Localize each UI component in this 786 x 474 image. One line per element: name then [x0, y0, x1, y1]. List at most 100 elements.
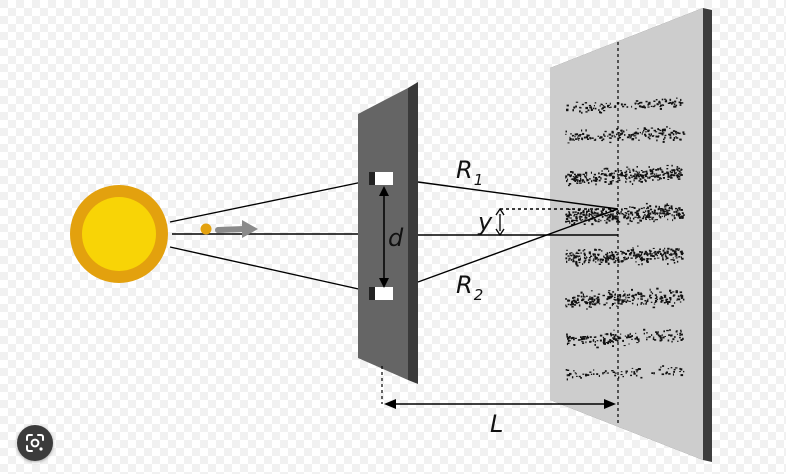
fringe-speck [672, 338, 675, 341]
fringe-speck [645, 131, 647, 133]
fringe-speck [671, 164, 673, 167]
fringe-speck [609, 209, 612, 212]
fringe-speck [571, 171, 574, 174]
fringe-speck [625, 301, 628, 303]
fringe-speck [652, 179, 654, 181]
fringe-speck [664, 172, 666, 175]
fringe-speck [578, 173, 582, 176]
fringe-speck [578, 134, 580, 137]
fringe-speck [674, 255, 678, 257]
fringe-speck [669, 101, 672, 104]
fringe-speck [675, 248, 677, 251]
fringe-speck [667, 102, 670, 104]
fringe-speck [611, 217, 614, 219]
fringe-speck [658, 336, 661, 338]
fringe-speck [594, 248, 597, 251]
fringe-speck [588, 305, 591, 308]
fringe-speck [657, 208, 661, 210]
fringe-speck [619, 295, 622, 298]
fringe-speck [612, 303, 614, 305]
fringe-speck [612, 340, 614, 343]
fringe-speck [585, 301, 587, 304]
fringe-speck [673, 294, 676, 296]
fringe-speck [575, 301, 577, 304]
fringe-speck [647, 130, 650, 133]
fringe-speck [632, 175, 635, 177]
fringe-speck [654, 173, 656, 175]
fringe-speck [682, 252, 684, 254]
fringe-speck [682, 298, 685, 301]
fringe-speck [577, 294, 579, 297]
fringe-speck [635, 261, 637, 263]
fringe-speck [598, 218, 600, 221]
fringe-speck [644, 210, 647, 212]
fringe-speck [591, 223, 594, 225]
fringe-speck [580, 179, 582, 181]
fringe-speck [632, 168, 635, 171]
fringe-speck [582, 209, 585, 212]
fringe-speck [583, 295, 585, 298]
fringe-speck [662, 177, 665, 179]
fringe-speck [599, 259, 601, 262]
fringe-speck [659, 339, 662, 342]
fringe-speck [676, 176, 679, 179]
fringe-speck [648, 209, 650, 211]
fringe-speck [665, 258, 667, 261]
fringe-speck [630, 335, 632, 338]
fringe-speck [596, 212, 599, 215]
fringe-speck [598, 374, 600, 377]
fringe-speck [601, 212, 603, 214]
fringe-speck [569, 217, 572, 219]
fringe-speck [680, 330, 682, 333]
fringe-speck [584, 254, 586, 256]
fringe-speck [601, 173, 604, 175]
fringe-speck [666, 203, 668, 206]
fringe-speck [649, 219, 651, 221]
fringe-speck [663, 212, 666, 215]
fringe-speck [575, 300, 577, 302]
fringe-speck [608, 174, 610, 176]
fringe-speck [622, 260, 624, 263]
fringe-speck [573, 222, 576, 225]
fringe-speck [653, 129, 656, 132]
fringe-speck [668, 373, 671, 375]
fringe-speck [665, 301, 669, 303]
fringe-speck [570, 252, 573, 254]
fringe-speck [625, 180, 627, 183]
fringe-speck [669, 298, 672, 300]
fringe-speck [618, 300, 620, 302]
fringe-speck [607, 214, 610, 216]
fringe-speck [647, 210, 650, 213]
fringe-speck [659, 337, 661, 340]
fringe-speck [565, 257, 568, 260]
fringe-speck [637, 298, 639, 300]
fringe-speck [601, 212, 603, 214]
fringe-speck [662, 211, 665, 213]
fringe-speck [585, 374, 588, 377]
fringe-speck [593, 105, 595, 107]
fringe-speck [605, 102, 607, 105]
fringe-speck [627, 249, 630, 252]
fringe-speck [638, 139, 640, 141]
fringe-speck [661, 297, 664, 299]
fringe-speck [577, 252, 580, 254]
fringe-speck [616, 305, 618, 307]
fringe-speck [644, 213, 646, 216]
fringe-speck [582, 211, 585, 214]
fringe-speck [645, 100, 648, 103]
fringe-speck [625, 212, 628, 214]
fringe-speck [657, 174, 660, 177]
fringe-speck [656, 332, 659, 335]
fringe-speck [665, 256, 668, 258]
fringe-speck [664, 215, 666, 218]
google-lens-button[interactable] [17, 425, 53, 461]
fringe-speck [607, 105, 609, 108]
fringe-speck [612, 215, 614, 218]
fringe-speck [639, 219, 641, 222]
fringe-speck [664, 210, 667, 212]
fringe-speck [666, 213, 669, 216]
fringe-speck [596, 178, 598, 180]
fringe-speck [648, 133, 651, 136]
fringe-speck [604, 257, 606, 259]
fringe-speck [576, 180, 579, 182]
